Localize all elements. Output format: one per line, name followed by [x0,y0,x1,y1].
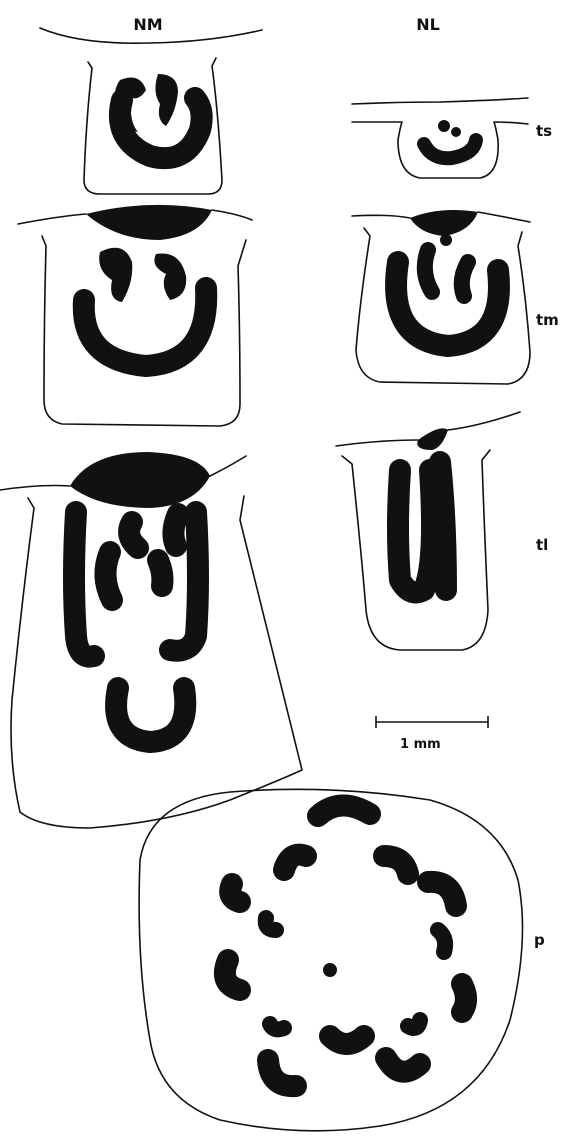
bundle-nm-tl-inner-1 [105,552,112,600]
bundle-p-lower-inner-left [270,1024,284,1029]
bundle-nl-ts-arc [424,140,476,158]
scale-bar: 1 mm [376,716,488,752]
bundle-nm-tl-bottom [116,688,185,742]
bundle-nm-tm-arc [84,288,206,366]
bundle-p-bottom-center [330,1036,364,1044]
bundle-p-lower-inner-right [408,1020,420,1028]
row-label-p: p [534,931,545,949]
bundle-p-left [225,960,240,990]
bundle-nl-tm-arc [396,262,499,346]
bundle-nl-tl-outer [398,470,432,592]
bundle-p-right [462,984,466,1012]
section-nl-ts [352,98,528,178]
bundle-p-top [318,805,370,816]
bundle-nm-tl-inner-2 [129,522,138,548]
bundle-p-upper-right [384,856,408,874]
bundle-p-upper-left [284,855,306,870]
section-nm-ts [40,28,262,194]
scale-bar-label: 1 mm [400,737,441,752]
section-nl-tm [352,210,530,384]
bundle-nm-tl-left [74,512,94,657]
bundle-p-mid-left [266,918,276,930]
bundle-nl-tm-inner-1 [425,250,432,292]
column-label-nl: NL [416,15,440,34]
section-p [139,789,522,1130]
column-label-nm: NM [133,15,162,34]
bundle-nm-tl-inner-4 [173,514,178,546]
bundle-nl-tl-right [440,462,446,590]
central-dot [323,963,337,977]
section-nm-tm [18,205,252,426]
section-nm-tl [0,452,302,828]
row-label-ts: ts [536,122,552,140]
bundle-nl-tm-inner-2 [462,262,468,296]
bundle-p-mid-right [438,930,445,952]
bundle-p-bottom-left [268,1060,296,1086]
bundle-p-bottom-right [386,1058,420,1072]
row-label-tm: tm [536,311,559,329]
bundle-p-far-left [230,884,240,902]
bundle-p-far-right [428,882,456,906]
row-label-tl: tl [536,536,548,554]
section-nl-tl [336,412,520,650]
bundle-nm-tl-inner-3 [158,560,163,586]
